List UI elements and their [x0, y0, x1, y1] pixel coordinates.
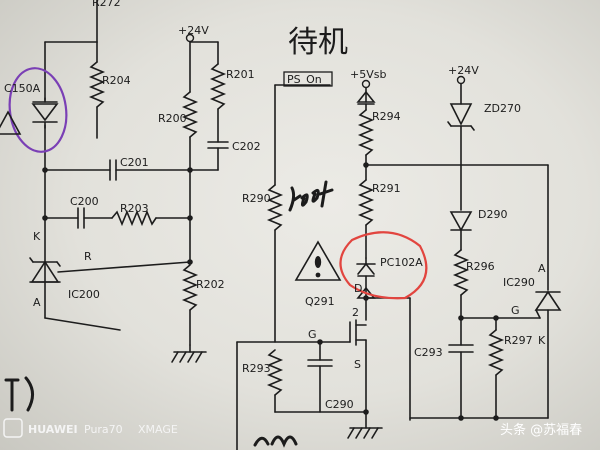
label-c150a: C150A	[4, 82, 41, 95]
label-q291: Q291	[305, 295, 335, 308]
label-c202: C202	[232, 140, 261, 153]
label-r200: R200	[158, 112, 187, 125]
ps-on-box	[283, 71, 333, 87]
camera-watermark: HUAWEI Pura70 XMAGE 头条 @苏福春	[3, 418, 582, 438]
label-c290: C290	[325, 398, 354, 411]
purple-marker-circle	[8, 67, 68, 153]
label-zd270: ZD270	[484, 102, 521, 115]
huawei-frame-icon	[3, 418, 23, 438]
label-r293: R293	[242, 362, 271, 375]
warning-triangle-left-icon	[0, 110, 22, 135]
handwritten-notes	[4, 180, 334, 448]
label-pc102a: PC102A	[380, 256, 423, 269]
label-a-left: A	[33, 296, 41, 309]
label-a-right: A	[538, 262, 546, 275]
label-r297: R297	[504, 334, 533, 347]
label-ps-on: PS_On	[287, 73, 322, 86]
label-r203: R203	[120, 202, 149, 215]
label-ic290: IC290	[503, 276, 535, 289]
label-ic200: IC200	[68, 288, 100, 301]
circuit-wires	[29, 0, 562, 450]
label-r-net: R	[84, 250, 92, 263]
label-k-right: K	[538, 334, 546, 347]
label-supply-5vsb: +5Vsb	[350, 68, 386, 81]
watermark-ximage: XMAGE	[138, 423, 178, 436]
warning-dot-icon	[315, 272, 321, 278]
watermark-brand: HUAWEI	[28, 423, 78, 436]
component-labels: R272 C150A R204 +24V R201 R200 C202 C201…	[4, 0, 546, 411]
label-pin-s: S	[354, 358, 361, 371]
label-pin-g-right: G	[511, 304, 520, 317]
label-r294: R294	[372, 110, 401, 123]
label-r272: R272	[92, 0, 121, 9]
label-r204: R204	[102, 74, 131, 87]
label-r201: R201	[226, 68, 255, 81]
label-pin-g-mid: G	[308, 328, 317, 341]
label-d290: D290	[478, 208, 507, 221]
label-c200: C200	[70, 195, 99, 208]
junction-dots	[42, 162, 499, 421]
watermark-model: Pura70	[84, 423, 123, 436]
red-marker-circle	[339, 231, 428, 300]
label-supply-24v-right: +24V	[448, 64, 479, 77]
warning-mark-icon	[314, 256, 322, 268]
label-r291: R291	[372, 182, 401, 195]
watermark-source: 头条 @苏福春	[500, 422, 582, 438]
label-r296: R296	[466, 260, 495, 273]
warning-triangle-mid-icon	[294, 240, 342, 281]
label-d-pin: D	[354, 282, 362, 295]
label-r202: R202	[196, 278, 225, 291]
handwritten-standby-title: 待机	[288, 25, 348, 60]
label-c201: C201	[120, 156, 149, 169]
label-supply-24v-left: +24V	[178, 24, 209, 37]
label-pin-2: 2	[352, 306, 359, 319]
label-c293: C293	[414, 346, 443, 359]
supply-terminals	[185, 33, 466, 89]
label-k-left: K	[33, 230, 41, 243]
label-r290: R290	[242, 192, 271, 205]
